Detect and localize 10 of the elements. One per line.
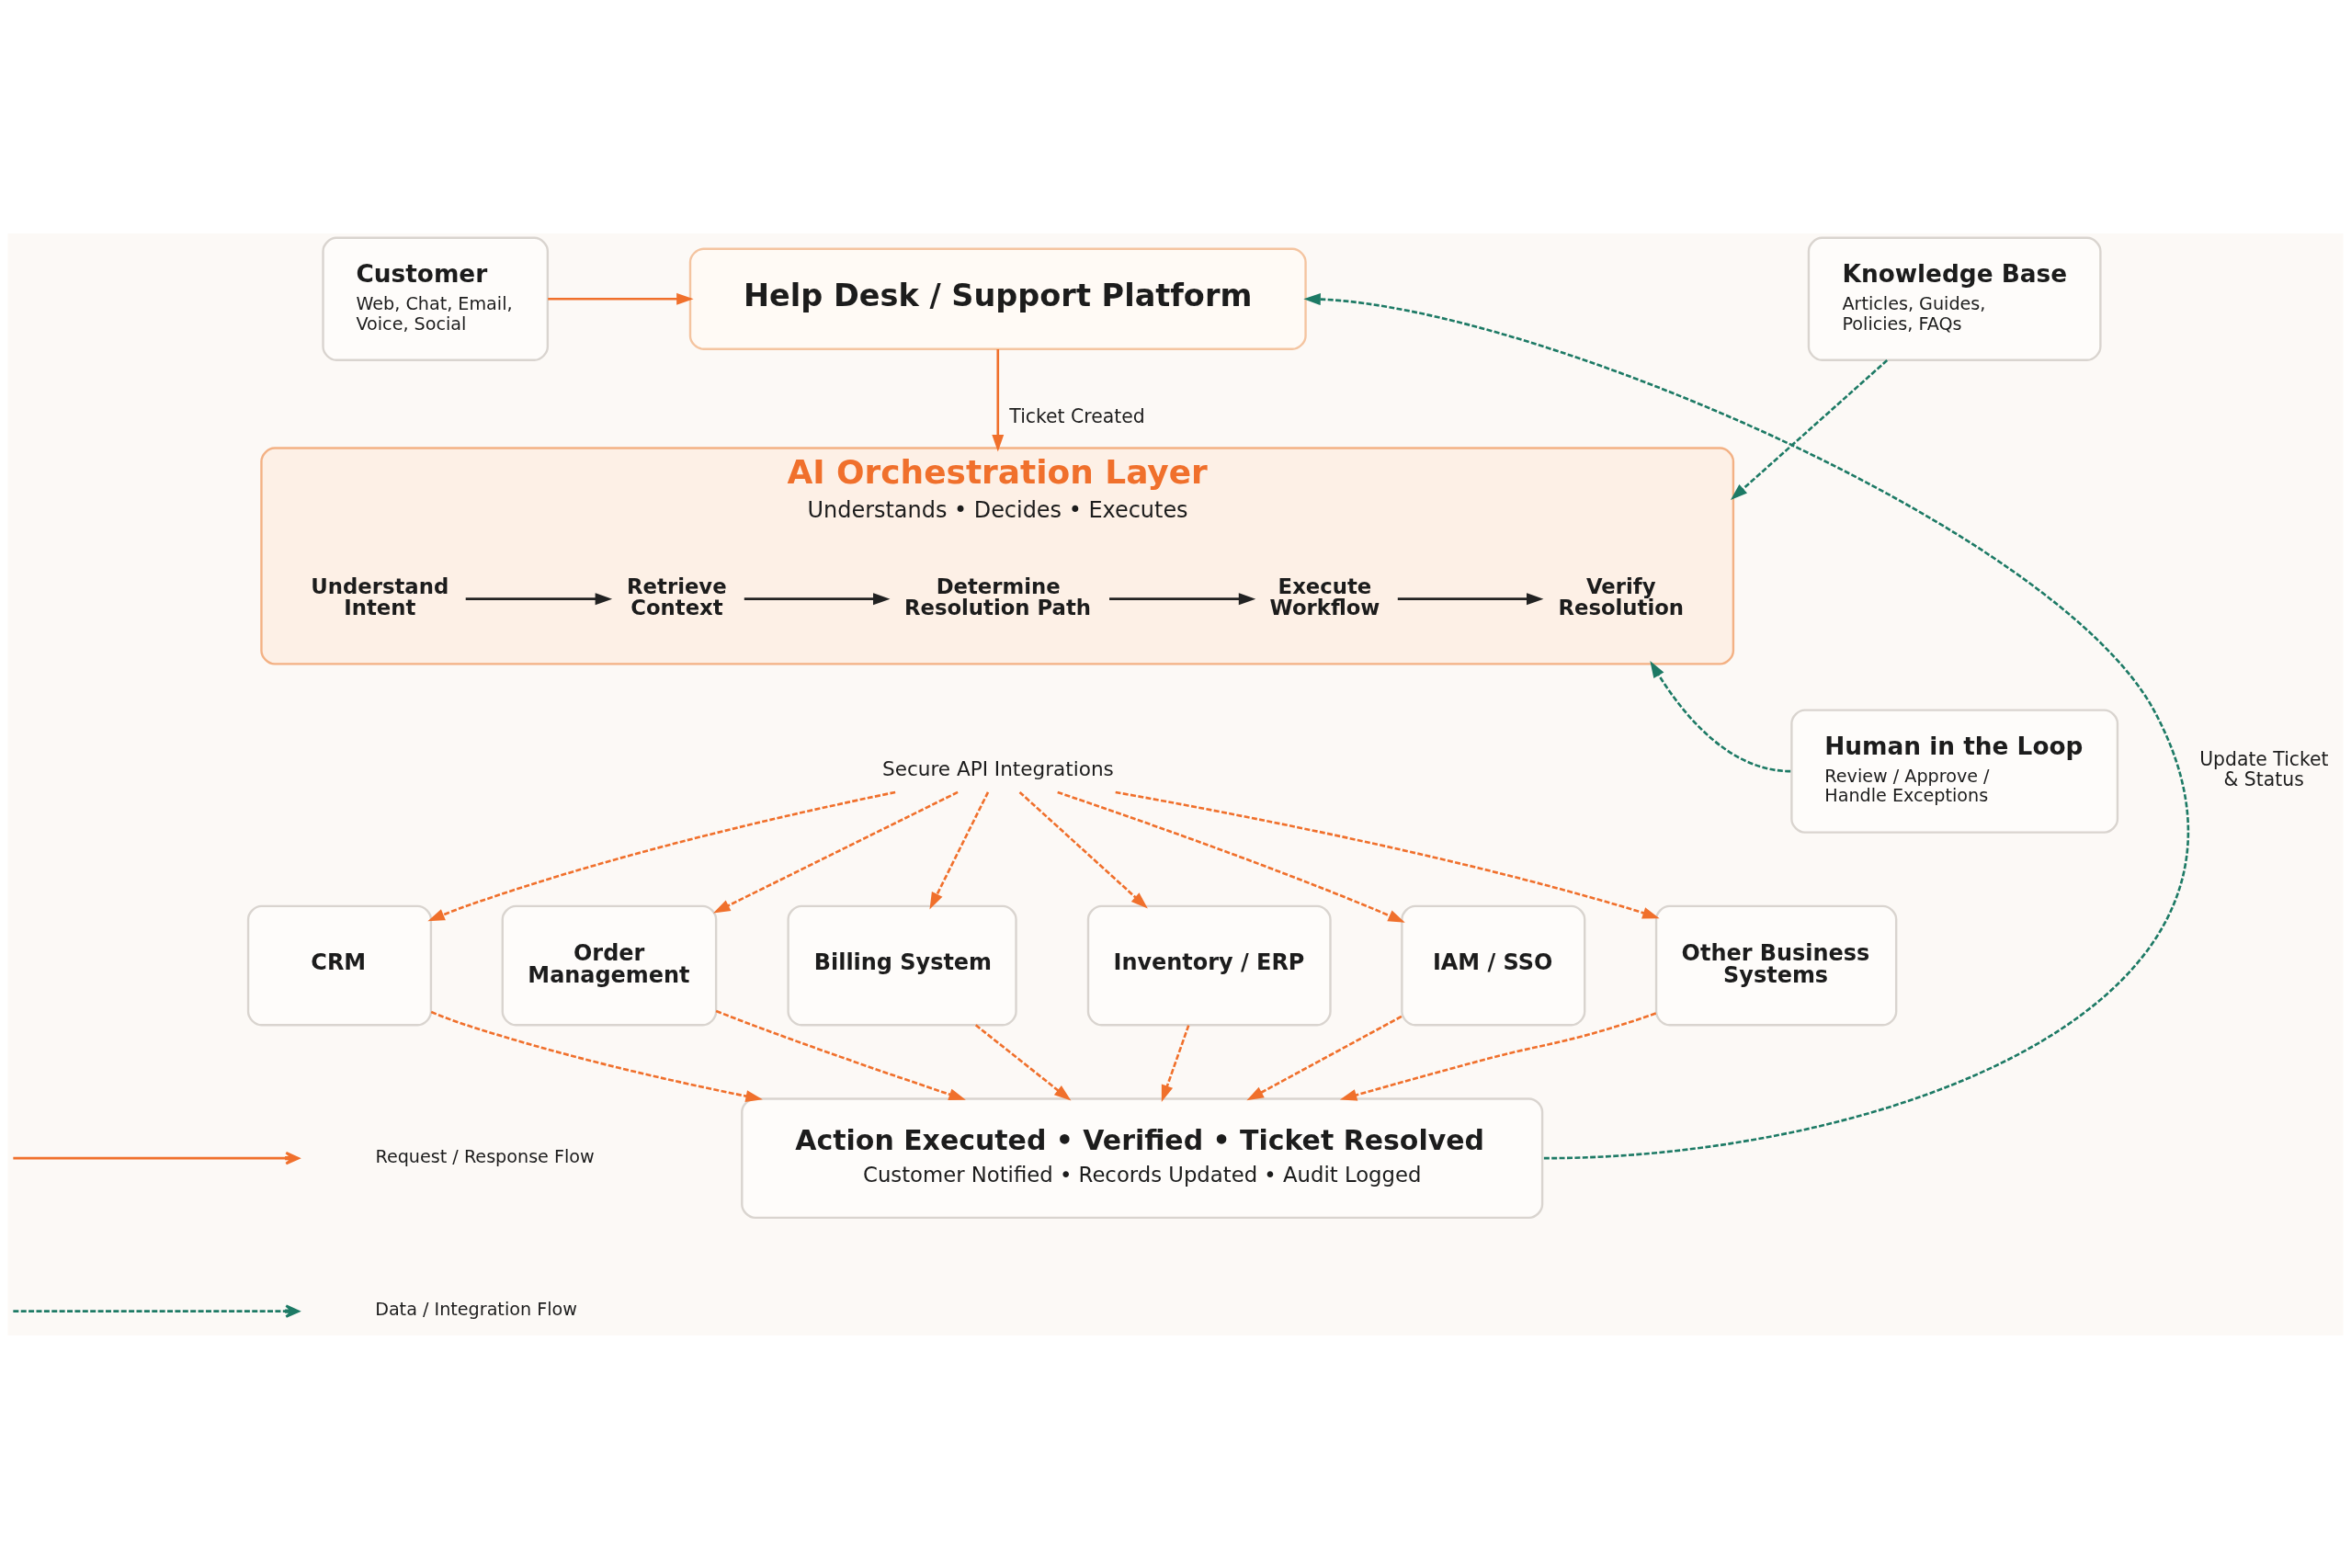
node-text: Retrieve Context [627,574,727,619]
node-text: Execute Workflow [1269,574,1380,619]
node-text: Verify Resolution [1558,574,1685,619]
legend-label: Request / Response Flow [375,1145,595,1167]
legend-label: Data / Integration Flow [375,1298,577,1320]
edge-label: Update Ticket & Status [2199,747,2329,790]
node-text: Understand Intent [311,574,449,619]
node-text: Secure API Integrations [882,756,1114,780]
edge-label: Ticket Created [1009,404,1145,427]
node-text: Determine Resolution Path [903,574,1091,619]
